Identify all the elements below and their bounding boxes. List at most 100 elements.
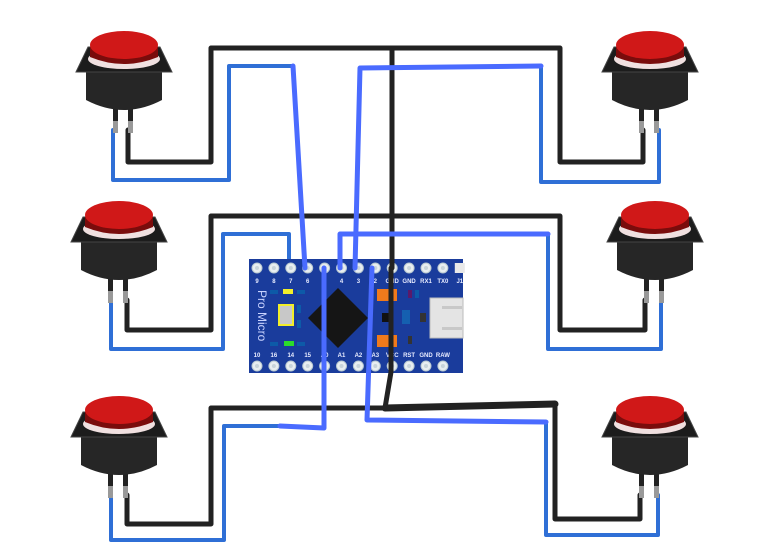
button-leg-tip (108, 486, 113, 498)
button-leg (123, 277, 128, 303)
button-bottom-right[interactable] (601, 396, 699, 498)
yellow-led (283, 289, 293, 294)
smd-component (297, 320, 301, 328)
signal-wire (544, 420, 660, 537)
signal-wire-pin-3 (352, 63, 544, 271)
pin-label: RAW (436, 353, 450, 359)
button-top-left[interactable] (75, 31, 173, 133)
smd-component (297, 305, 301, 313)
pin-label: 4 (340, 279, 344, 285)
signal-wire (109, 424, 282, 542)
button-top-right[interactable] (601, 31, 699, 133)
button-mid-left[interactable] (70, 201, 168, 303)
smd-component (297, 290, 305, 294)
pin-label: 14 (287, 353, 294, 359)
button-leg (659, 277, 664, 303)
smd-component (408, 336, 412, 344)
pin-label: 3 (357, 279, 361, 285)
signal-wire-pin-4 (337, 231, 551, 271)
pin-hole (255, 364, 259, 368)
smd-component (382, 313, 392, 322)
signal-wire-pin-5 (277, 265, 327, 431)
usb-connector-pin (442, 306, 462, 309)
pin-hole (255, 266, 259, 270)
button-leg-tip (123, 291, 128, 303)
signal-wire-pin-6 (290, 63, 308, 271)
pin-label: A1 (338, 353, 346, 359)
smd-component (402, 310, 410, 324)
button-leg (644, 277, 649, 303)
button-leg (639, 472, 644, 498)
button-leg-tip (113, 121, 118, 133)
pin-hole (424, 364, 428, 368)
signal-wire (546, 232, 663, 351)
pin-hole (440, 364, 445, 368)
pin-label: GND (419, 353, 433, 359)
pin-hole (356, 364, 361, 368)
pin-hole (288, 364, 293, 368)
usb-connector (429, 297, 464, 339)
button-cap (616, 31, 684, 59)
button-bottom-left[interactable] (70, 396, 168, 498)
button-leg-tip (654, 121, 659, 133)
buttons (70, 31, 704, 498)
button-cap (85, 201, 153, 229)
pin-label: RST (403, 353, 415, 359)
signal-wire (539, 64, 661, 184)
button-cap (90, 31, 158, 59)
pin-label: 16 (271, 353, 278, 359)
crystal-component (278, 304, 294, 326)
pin-label: A2 (355, 353, 363, 359)
button-leg-tip (644, 291, 649, 303)
button-leg (123, 472, 128, 498)
pin-label: A3 (371, 353, 379, 359)
signal-wire (111, 64, 295, 182)
pin-hole (407, 266, 412, 270)
pin-hole (339, 364, 344, 368)
smd-component (270, 342, 278, 346)
button-leg (654, 107, 659, 133)
button-leg-tip (654, 486, 659, 498)
board-brand-label: Pro Micro (255, 290, 269, 342)
pin-hole (271, 266, 276, 270)
smd-component (270, 290, 278, 294)
button-cap (85, 396, 153, 424)
pin-label: GND (402, 279, 416, 285)
button-leg-tip (639, 121, 644, 133)
button-leg (128, 107, 133, 133)
usb-connector-pin (442, 327, 462, 330)
button-leg-tip (128, 121, 133, 133)
smd-component (420, 313, 426, 322)
button-leg (113, 107, 118, 133)
button-cap (616, 396, 684, 424)
pin-label: RX1 (420, 279, 432, 285)
pin-hole (424, 266, 428, 270)
pin-label: 7 (289, 279, 293, 285)
button-leg (654, 472, 659, 498)
orange-component (377, 335, 397, 347)
overlay-wires (277, 45, 559, 431)
ground-wire (125, 45, 646, 165)
button-leg (108, 472, 113, 498)
pin-label: 10 (254, 353, 261, 359)
ground-wire-to-gnd (382, 265, 394, 411)
pin-label: 9 (255, 279, 259, 285)
smd-component (415, 290, 419, 298)
button-leg-tip (123, 486, 128, 498)
pin-label: 2 (374, 279, 378, 285)
pin-label: 8 (272, 279, 276, 285)
signal-wire-pin-2 (364, 265, 549, 425)
button-leg-tip (659, 291, 664, 303)
orange-component (377, 289, 397, 301)
button-leg (639, 107, 644, 133)
green-led (284, 341, 294, 346)
pin-hole (271, 364, 276, 368)
pin-hole (305, 364, 310, 368)
button-mid-right[interactable] (606, 201, 704, 303)
pin-hole (373, 364, 378, 368)
pin-hole (407, 364, 412, 368)
jumper-pad (454, 263, 465, 273)
smd-component (408, 290, 412, 298)
